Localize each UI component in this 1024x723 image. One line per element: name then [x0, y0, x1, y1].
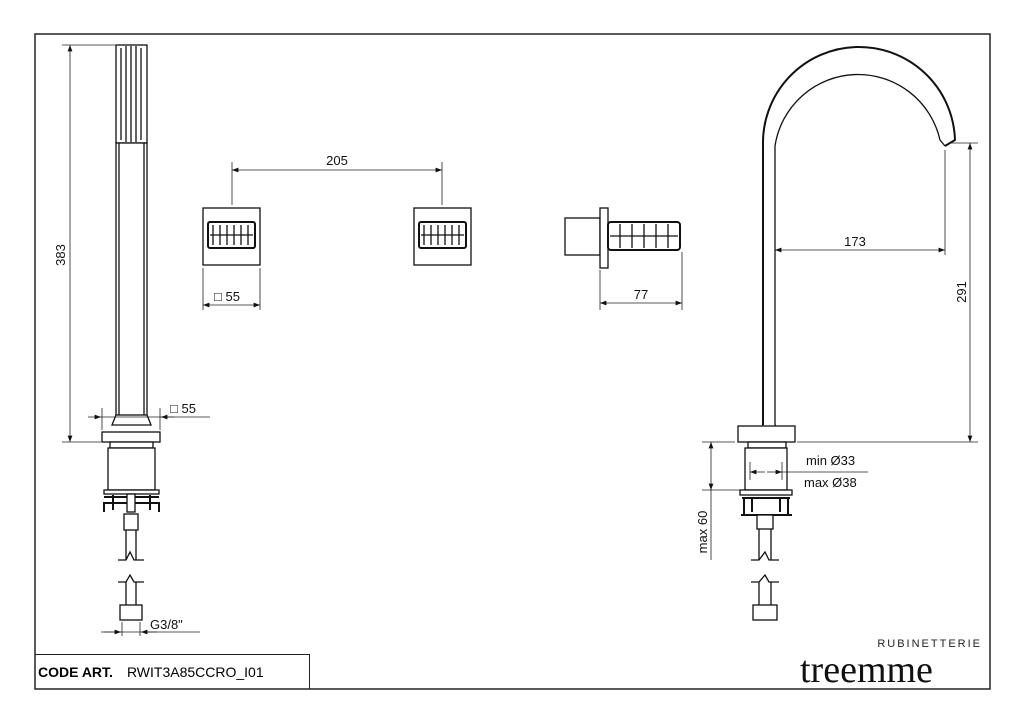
label-hole-max: max Ø38 [804, 475, 857, 490]
label-handle-square: □ 55 [214, 289, 240, 304]
dimension-hole-diameter: min Ø33 max Ø38 [749, 453, 868, 490]
hand-shower-view [101, 44, 161, 621]
dimension-291: 291 [797, 142, 978, 443]
code-article-box: CODE ART. RWIT3A85CCRO_I01 [35, 654, 310, 689]
spout-view [737, 45, 957, 621]
label-291: 291 [954, 281, 969, 303]
label-body-square: □ 55 [170, 401, 196, 416]
handle-front-right [413, 207, 472, 266]
code-article-label: CODE ART. [38, 664, 113, 680]
logo-subtitle: RUBINETTERIE [877, 638, 982, 650]
handle-side-view [564, 207, 681, 269]
dimension-handle-square: □ 55 [202, 268, 261, 310]
label-383: 383 [53, 244, 68, 266]
dimension-383: 383 [53, 44, 115, 443]
label-77: 77 [634, 287, 648, 302]
dimension-connection: G3/8" [101, 617, 200, 636]
dimension-205: 205 [231, 153, 443, 205]
label-173: 173 [844, 234, 866, 249]
dimension-77: 77 [599, 252, 683, 310]
brand-logo: RUBINETTERIE treemme [798, 638, 988, 691]
dimension-173: 173 [775, 150, 946, 255]
logo-brand: treemme [800, 649, 933, 691]
dimension-max-60: max 60 [695, 441, 740, 560]
label-max-60: max 60 [695, 511, 710, 554]
drawing-frame [34, 33, 991, 690]
code-article-value: RWIT3A85CCRO_I01 [126, 664, 264, 680]
label-hole-min: min Ø33 [806, 453, 855, 468]
handle-front-left [202, 207, 261, 266]
label-205: 205 [326, 153, 348, 168]
dimension-body-square: □ 55 [88, 401, 210, 430]
label-connection: G3/8" [150, 617, 183, 632]
